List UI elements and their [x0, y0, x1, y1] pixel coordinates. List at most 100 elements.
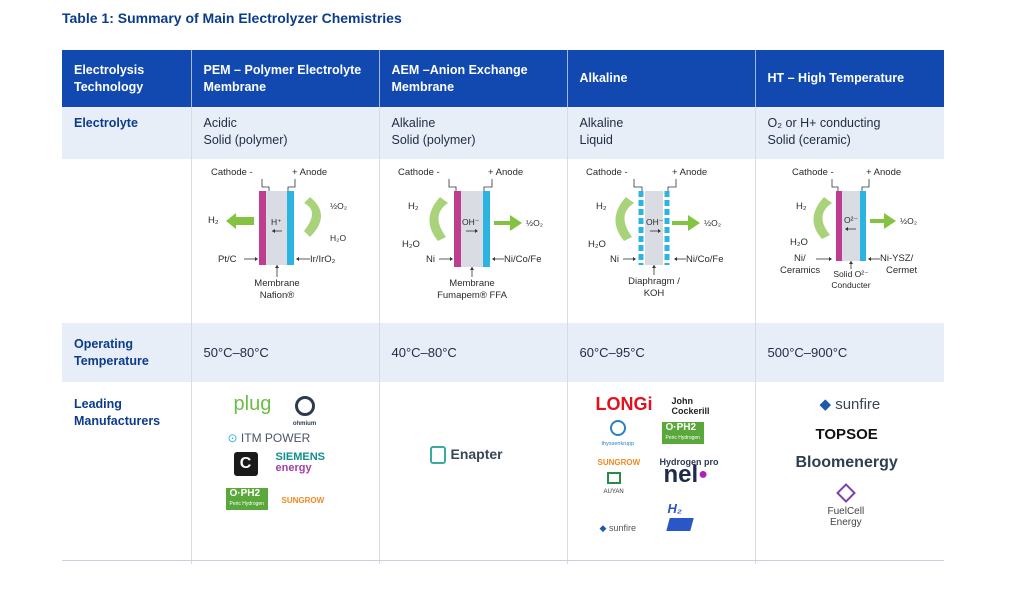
svg-text:½O₂: ½O₂	[526, 218, 543, 228]
header-row: Electrolysis Technology PEM – Polymer El…	[62, 50, 944, 107]
auyan-icon	[606, 472, 621, 484]
thyssenkrupp-logo: thyssenkrupp	[602, 420, 634, 453]
diagram-pem: Cathode - + Anode H⁺ H₂ ½O₂ H₂O Pt/C Ir/…	[190, 159, 379, 323]
svg-text:Ni: Ni	[426, 254, 435, 265]
shuangliang-logo	[665, 518, 694, 531]
svg-text:Cathode -: Cathode -	[586, 167, 628, 178]
sungrow-logo-alk: SUNGROW	[597, 458, 641, 467]
header-aem: AEM –Anion Exchange Membrane	[378, 50, 567, 107]
svg-text:Pt/C: Pt/C	[218, 254, 237, 265]
svg-text:H₂: H₂	[408, 201, 419, 212]
ohmium-icon	[294, 396, 315, 416]
oph2-logo: O·PH2 Peric Hydrogen	[225, 488, 268, 510]
oph2-logo-alk: O·PH2 Peric Hydrogen	[661, 422, 704, 444]
sunfire-logo: ◆ sunfire	[819, 396, 881, 413]
temperature-pem: 50°C–80°C	[190, 323, 379, 382]
svg-text:Cathode -: Cathode -	[211, 167, 253, 178]
svg-text:H₂: H₂	[596, 201, 607, 212]
svg-text:Cathode -: Cathode -	[792, 167, 834, 178]
alkaline-cell-diagram: Cathode - + Anode OH⁻ H₂ H₂O ½O₂ Ni Ni/C…	[586, 167, 723, 299]
svg-text:Ni/Co/Fe: Ni/Co/Fe	[686, 254, 723, 265]
diagram-aem: Cathode - + Anode OH⁻ H₂ H₂O ½O₂ Ni Ni/C…	[378, 159, 567, 323]
siemens-energy-logo: SIEMENS energy	[275, 451, 326, 474]
svg-text:H₂O: H₂O	[588, 239, 606, 250]
svg-text:½O₂: ½O₂	[330, 201, 347, 211]
svg-text:H₂O: H₂O	[402, 239, 420, 250]
svg-text:H⁺: H⁺	[271, 217, 282, 227]
svg-text:KOH: KOH	[643, 288, 664, 299]
temperature-aem: 40°C–80°C	[378, 323, 567, 382]
table-title: Table 1: Summary of Main Electrolyzer Ch…	[62, 10, 402, 26]
cummins-logo: C	[233, 452, 258, 476]
svg-text:Solid O²⁻: Solid O²⁻	[833, 269, 869, 279]
svg-text:Ni/: Ni/	[794, 253, 806, 264]
svg-text:Ni/Co/Fe: Ni/Co/Fe	[504, 254, 541, 265]
svg-text:½O₂: ½O₂	[704, 218, 721, 228]
svg-text:H₂O: H₂O	[790, 237, 808, 248]
manufacturers-aem: Enapter	[378, 382, 567, 564]
svg-text:Membrane: Membrane	[449, 278, 494, 289]
longi-logo: LONGi	[595, 394, 653, 414]
svg-text:Ni-YSZ/: Ni-YSZ/	[880, 253, 914, 264]
bloom-energy-logo: Bloomenergy	[795, 454, 898, 471]
pem-cell-diagram: Cathode - + Anode H⁺ H₂ ½O₂ H₂O Pt/C Ir/…	[208, 167, 347, 301]
manufacturers-pem: plug ohmium ⊙ ITM POWER C SIEMENS energy…	[190, 382, 379, 564]
diagram-ht: Cathode - + Anode O²⁻ H₂ H₂O ½O₂ Ni/ Cer…	[754, 159, 944, 323]
header-technology: Electrolysis Technology	[62, 50, 191, 107]
svg-text:+ Anode: + Anode	[866, 167, 901, 178]
svg-text:+ Anode: + Anode	[672, 167, 707, 178]
svg-text:Ceramics: Ceramics	[780, 265, 820, 276]
flame-icon: ◆	[599, 523, 607, 533]
svg-text:+ Anode: + Anode	[488, 167, 523, 178]
svg-text:O²⁻: O²⁻	[844, 215, 858, 225]
aem-cell-diagram: Cathode - + Anode OH⁻ H₂ H₂O ½O₂ Ni Ni/C…	[398, 167, 543, 301]
enapter-icon	[429, 446, 446, 465]
svg-text:+ Anode: + Anode	[292, 167, 327, 178]
thyssenkrupp-icon	[609, 420, 626, 436]
diagram-alkaline: Cathode - + Anode OH⁻ H₂ H₂O ½O₂ Ni Ni/C…	[566, 159, 755, 323]
header-pem: PEM – Polymer Electrolyte Membrane	[190, 50, 379, 107]
nel-logo: nel●	[663, 461, 708, 488]
svg-text:OH⁻: OH⁻	[646, 217, 664, 227]
fuelcell-icon	[835, 483, 856, 503]
temperature-alkaline: 60°C–95°C	[566, 323, 755, 382]
itm-power-logo: ⊙ ITM POWER	[227, 431, 311, 445]
svg-text:Diaphragm /: Diaphragm /	[628, 276, 680, 287]
svg-text:H₂: H₂	[208, 215, 219, 226]
svg-text:H₂O: H₂O	[330, 233, 346, 243]
svg-text:Conducter: Conducter	[831, 280, 870, 290]
header-ht: HT – High Temperature	[754, 50, 944, 107]
temperature-ht: 500°C–900°C	[754, 323, 944, 382]
svg-text:½O₂: ½O₂	[900, 216, 917, 226]
auyan-logo: AUYAN	[604, 472, 624, 501]
itm-icon: ⊙	[227, 431, 238, 445]
diagram-row: Cathode - + Anode H⁺ H₂ ½O₂ H₂O Pt/C Ir/…	[62, 159, 944, 323]
svg-text:Ni: Ni	[610, 254, 619, 265]
header-alkaline: Alkaline	[566, 50, 755, 107]
enapter-logo: Enapter	[429, 446, 503, 465]
table-bottom-rule	[62, 560, 944, 561]
sungrow-logo: SUNGROW	[281, 496, 325, 505]
svg-text:Nafion®: Nafion®	[259, 290, 293, 301]
electrolyzer-table: Electrolysis Technology PEM – Polymer El…	[62, 50, 944, 564]
hydrogenpro-logo: Hydrogen pro	[659, 457, 719, 467]
svg-text:Fumapem® FFA: Fumapem® FFA	[437, 290, 507, 301]
h2-logo: H₂	[667, 501, 682, 516]
svg-text:Cermet: Cermet	[886, 265, 918, 276]
flame-icon: ◆	[819, 396, 832, 413]
electrolyte-label: Electrolyte	[62, 107, 191, 159]
svg-text:H₂: H₂	[796, 201, 807, 212]
svg-text:Ir/IrO₂: Ir/IrO₂	[310, 254, 336, 265]
